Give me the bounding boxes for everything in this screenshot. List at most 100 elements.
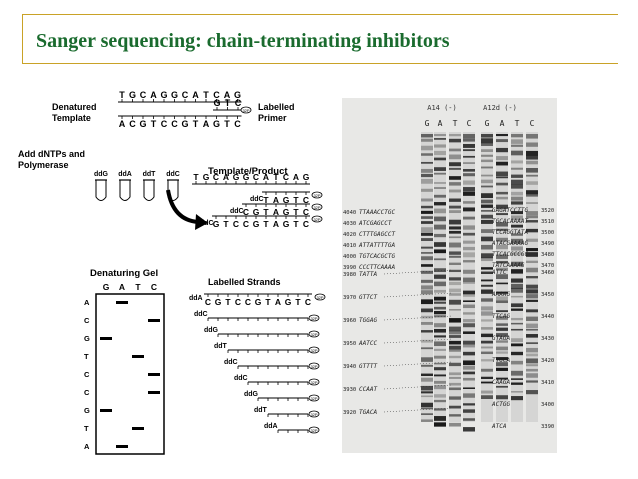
- gel-band: [511, 215, 523, 221]
- gel-band: [526, 220, 538, 223]
- primer-strand-base: C: [235, 98, 242, 108]
- curved-arrow: [166, 189, 199, 224]
- product-strand-base: G: [283, 219, 290, 229]
- gel-band: [449, 414, 461, 417]
- gel-band: [481, 214, 493, 219]
- short-strand-tag-mark: 32P: [310, 412, 317, 417]
- primer-strand-base: G: [213, 98, 220, 108]
- gel-band: [481, 149, 493, 152]
- product-strand-base: T: [293, 207, 299, 217]
- gel-band: [421, 238, 433, 242]
- short-strand-tag: [308, 362, 320, 370]
- gel-band: [511, 328, 523, 331]
- gel-photo-lane-label: A: [438, 119, 443, 128]
- gel-band: [526, 134, 538, 139]
- gel-band: [526, 329, 538, 331]
- right-annotation-sequence: TATCAAAAG: [492, 262, 525, 269]
- right-annotation-number: 3520: [541, 208, 554, 214]
- tp-template-strand-base: G: [203, 172, 210, 182]
- gel-photo-lane-label: A: [500, 119, 505, 128]
- gel-band: [421, 395, 433, 398]
- gel-band: [449, 288, 461, 293]
- gel-band: [463, 323, 475, 328]
- gel-band: [434, 394, 446, 398]
- gel-band: [463, 319, 475, 323]
- gel-band: [526, 309, 538, 313]
- product-strand-base: G: [283, 195, 290, 205]
- gel-band: [511, 382, 523, 385]
- gel-band: [421, 153, 433, 156]
- gel-band: [463, 207, 475, 212]
- gel-band: [526, 142, 538, 147]
- full-labelled-strand-base: C: [305, 297, 311, 307]
- gel-band: [434, 172, 446, 175]
- gel-band: [481, 142, 493, 146]
- product-strand-base: T: [293, 219, 299, 229]
- gel-band: [449, 355, 461, 359]
- gel-band: [434, 416, 446, 421]
- gel-band: [421, 138, 433, 142]
- short-strand-tag: [308, 330, 320, 338]
- gel-band: [434, 399, 446, 403]
- product-strand-base: C: [303, 219, 309, 229]
- right-annotation-sequence: GTAGA: [492, 335, 510, 342]
- gel-band: [421, 221, 433, 224]
- gel-band: [449, 299, 461, 305]
- tp-template-strand-base: G: [303, 172, 310, 182]
- gel-band: [481, 279, 493, 282]
- lane-smear: [526, 132, 538, 422]
- gel-band: [434, 157, 446, 161]
- gel-band: [511, 278, 523, 283]
- gel-band: [463, 393, 475, 398]
- lane-smear: [421, 132, 433, 422]
- gel-band: [463, 260, 475, 263]
- product-strand-base: G: [213, 219, 220, 229]
- add-dntps-label: Add dNTPs and: [18, 149, 85, 159]
- tp-template-strand-base: T: [193, 172, 199, 182]
- gel-band: [421, 264, 433, 267]
- denatured-label: Denatured: [52, 102, 97, 112]
- gel-band: [526, 347, 538, 353]
- template-strand-base: T: [119, 90, 125, 100]
- strand-dd-label: ddA: [264, 423, 278, 430]
- gel-band: [449, 176, 461, 180]
- gel-band: [434, 422, 446, 427]
- short-strand-tag-mark: 32P: [310, 396, 317, 401]
- gel-band: [481, 229, 493, 233]
- gel-band: [496, 139, 508, 143]
- gel-band: [434, 328, 446, 333]
- right-annotation-number: 3480: [541, 252, 554, 258]
- short-strand-tag: [308, 426, 320, 434]
- left-annotation-sequence: ATTATTTTGA: [358, 242, 396, 249]
- gel-band: [463, 138, 475, 142]
- gel-band: [526, 160, 538, 165]
- gel-band: [449, 318, 461, 323]
- gel-band: [421, 373, 433, 377]
- gel-band: [481, 298, 493, 302]
- gel-band: [526, 267, 538, 273]
- gel-band: [481, 306, 493, 311]
- left-annotation-number: 3980: [343, 272, 356, 278]
- product-strand-base: T: [223, 219, 229, 229]
- right-annotation-number: 3460: [541, 270, 554, 276]
- gel-band: [434, 274, 446, 279]
- product-tag-mark: 32P: [313, 193, 320, 198]
- gel-band: [463, 225, 475, 230]
- right-annotation-sequence: ATACGAAAAG: [491, 240, 529, 247]
- gel-band: [496, 274, 508, 280]
- gel-band: [463, 232, 475, 236]
- gel-band: [481, 219, 493, 224]
- complement-strand-base: A: [203, 119, 210, 129]
- full-labelled-strand-base: C: [235, 297, 241, 307]
- gel-band: [434, 310, 446, 315]
- right-annotation-sequence: ACTGG: [491, 401, 510, 408]
- gel-background: [342, 98, 557, 453]
- gel-band: [449, 262, 461, 265]
- gel-band: [511, 351, 523, 356]
- gel-band: [434, 323, 446, 328]
- gel-band: [526, 316, 538, 321]
- gel-band: [481, 244, 493, 250]
